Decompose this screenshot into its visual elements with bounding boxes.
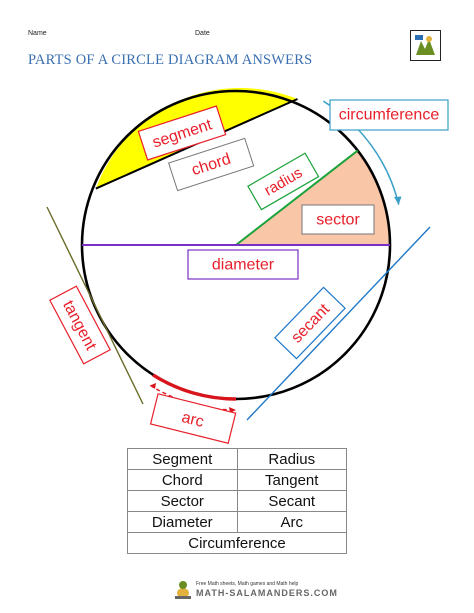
- label-arc-box: arc: [149, 393, 237, 444]
- table-cell: Tangent: [236, 469, 347, 491]
- table-cell: Secant: [236, 490, 347, 512]
- table-cell: Segment: [127, 448, 238, 470]
- table-cell: Sector: [127, 490, 238, 512]
- label-circumference: circumference: [339, 107, 440, 124]
- salamander-logo-icon: [410, 30, 441, 61]
- circle-diagram: segment chord radius sector circumferenc…: [46, 87, 449, 444]
- radius-line: [235, 149, 359, 246]
- table-cell: Arc: [236, 511, 347, 533]
- arc-line: [152, 373, 237, 401]
- table-cell-wide: Circumference: [127, 532, 347, 554]
- secant-line: [246, 226, 431, 421]
- date-label: Date: [195, 30, 210, 37]
- footer-brand[interactable]: MATH-SALAMANDERS.COM: [196, 588, 338, 598]
- footer-salamander-icon: [173, 578, 193, 600]
- table-cell: Radius: [236, 448, 347, 470]
- label-secant-box: secant: [274, 286, 346, 360]
- page-title: PARTS OF A CIRCLE DIAGRAM ANSWERS: [28, 52, 313, 68]
- label-sector: sector: [316, 212, 360, 229]
- table-cell: Chord: [127, 469, 238, 491]
- footer-tagline: Free Math sheets, Math games and Math he…: [196, 581, 299, 587]
- label-arc: arc: [180, 409, 206, 431]
- table-row: Circumference: [127, 532, 347, 554]
- table-cell: Diameter: [127, 511, 238, 533]
- label-tangent-box: tangent: [49, 285, 111, 365]
- label-diameter-box: diameter: [187, 249, 299, 280]
- name-label: Name: [28, 30, 47, 37]
- tangent-line: [46, 206, 144, 405]
- label-sector-box: sector: [301, 204, 375, 235]
- label-diameter: diameter: [212, 257, 275, 274]
- label-chord-box: chord: [168, 137, 255, 192]
- label-circumference-box: circumference: [329, 99, 449, 131]
